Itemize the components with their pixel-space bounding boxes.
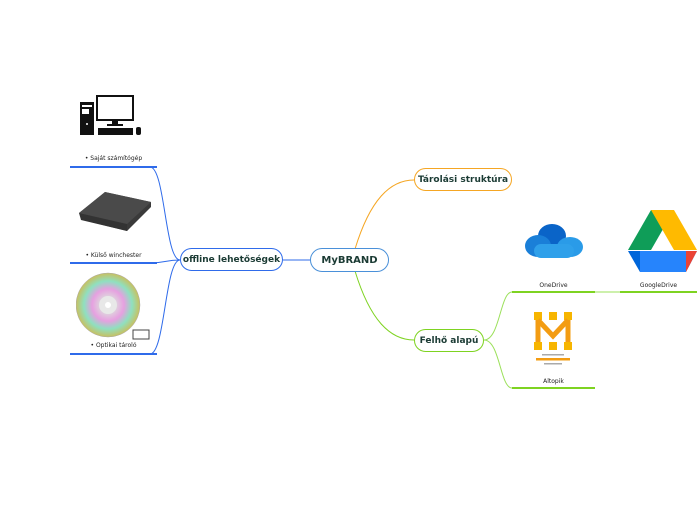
leaf-googledrive[interactable]: GoogleDrive	[639, 282, 678, 289]
external-hard-drive-image	[79, 192, 151, 231]
onedrive-logo	[525, 224, 583, 258]
link-central-tarolasi	[354, 179, 415, 250]
leaf-sajat-szamitogep[interactable]: • Saját számítógép	[84, 155, 143, 162]
central-node[interactable]: MyBRAND	[310, 248, 389, 272]
leaf-altopik[interactable]: Altopik	[543, 378, 564, 385]
branch-offline[interactable]: offline lehetőségek	[180, 248, 283, 271]
leaf-optikai-tarolo[interactable]: • Optikai tároló	[90, 342, 137, 349]
cd-disc-image	[76, 272, 150, 340]
leaf-onedrive[interactable]: OneDrive	[539, 282, 568, 289]
link-central-felho	[354, 270, 415, 341]
link-felho-children	[483, 291, 620, 389]
branch-felho[interactable]: Felhő alapú	[414, 329, 484, 352]
desktop-computer-icon	[80, 95, 141, 135]
branch-tarolasi[interactable]: Tárolási struktúra	[414, 168, 512, 191]
leaf-kulso-winchester[interactable]: • Külső winchester	[85, 252, 142, 259]
budapest-metropolitan-egyetem-logo	[534, 312, 572, 365]
google-drive-logo	[628, 210, 697, 272]
